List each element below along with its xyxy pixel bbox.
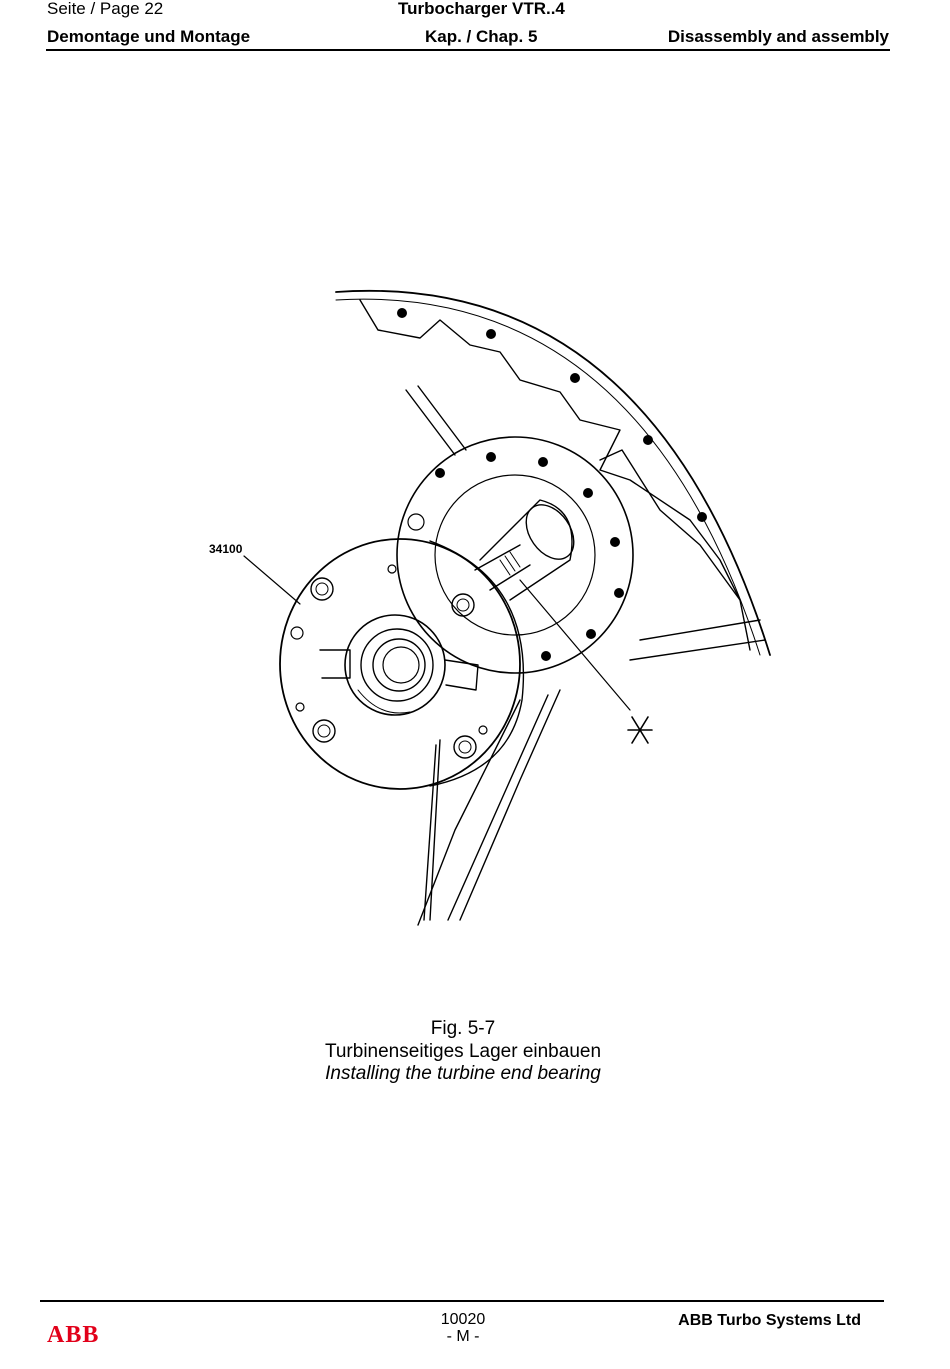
callout-34100: 34100	[209, 542, 243, 556]
footer-rule	[40, 1300, 884, 1302]
header-rule	[46, 49, 890, 51]
figure-number: Fig. 5-7	[430, 1018, 496, 1039]
chapter-label: Kap. / Chap. 5	[425, 27, 538, 46]
document-number: 10020	[440, 1311, 486, 1328]
figure-title-de: Turbinenseitiges Lager einbauen	[324, 1041, 602, 1062]
company-name: ABB Turbo Systems Ltd	[678, 1312, 861, 1329]
page-label: Seite / Page 22	[47, 0, 164, 18]
abb-logo: ABB	[47, 1322, 100, 1348]
edition-label: - M -	[446, 1328, 480, 1345]
section-title-en: Disassembly and assembly	[667, 27, 889, 46]
product-title: Turbocharger VTR..4	[398, 0, 565, 18]
figure-title-en: Installing the turbine end bearing	[325, 1063, 601, 1084]
section-title-de: Demontage und Montage	[47, 27, 251, 46]
